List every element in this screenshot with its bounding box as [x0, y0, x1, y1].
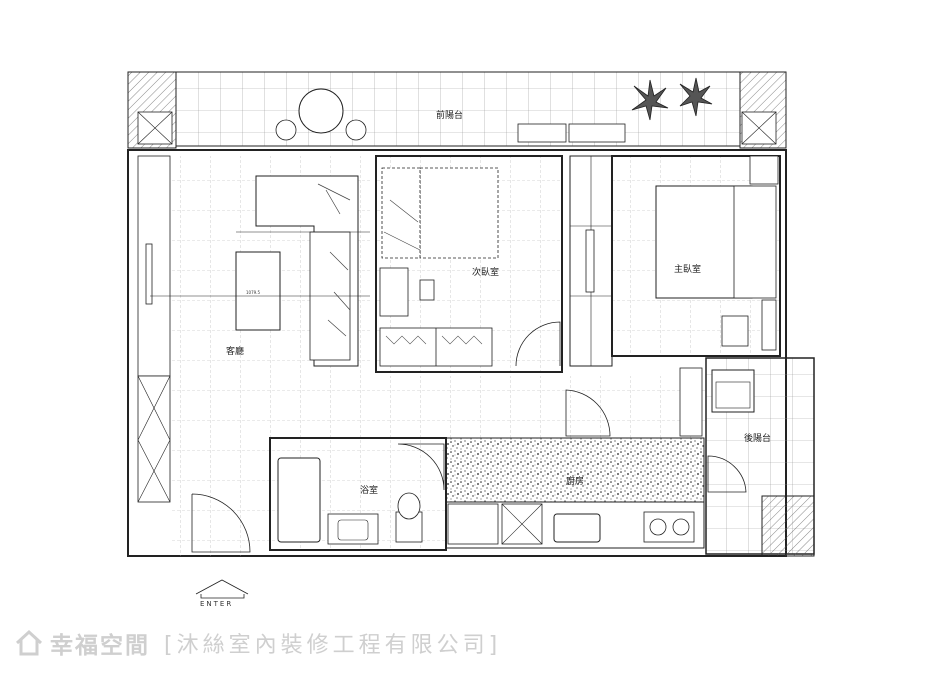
bathroom [269, 437, 447, 551]
watermark-brand: 幸福空間 [50, 633, 150, 659]
planter-boxes [517, 123, 626, 143]
entrance-arrow-icon [195, 579, 249, 599]
front-balcony [127, 71, 787, 149]
door-swing [515, 321, 561, 367]
door-swing [707, 455, 747, 493]
entrance-label: ENTER [200, 600, 233, 608]
entrance-door [191, 493, 251, 553]
kitchen [445, 437, 705, 549]
second-bedroom [375, 155, 563, 373]
svg-text:1079.5: 1079.5 [246, 290, 260, 295]
master-bedroom [611, 155, 781, 357]
outdoor-table-set [275, 88, 367, 141]
room-label-living-room: 客廳 [226, 345, 244, 357]
room-label-front-balcony: 前陽台 [436, 109, 463, 121]
room-label-master-bedroom: 主臥室 [674, 263, 701, 275]
door-swing [397, 443, 445, 491]
back-balcony [679, 357, 815, 557]
room-label-bathroom: 浴室 [360, 484, 378, 496]
room-label-kitchen: 廚房 [566, 475, 584, 487]
house-outline-icon [15, 629, 43, 656]
room-label-back-balcony: 後陽台 [744, 432, 771, 444]
tv-cabinet [137, 155, 171, 503]
wardrobe [569, 155, 613, 367]
door-swing [565, 389, 611, 437]
room-label-second-bedroom: 次臥室 [472, 266, 499, 278]
coffee-table: 1079.5 [235, 251, 281, 331]
watermark: 幸福空間 [沐絲室內裝修工程有限公司] [14, 626, 501, 660]
watermark-company: [沐絲室內裝修工程有限公司] [164, 633, 502, 658]
potted-plant-icon [631, 77, 713, 121]
